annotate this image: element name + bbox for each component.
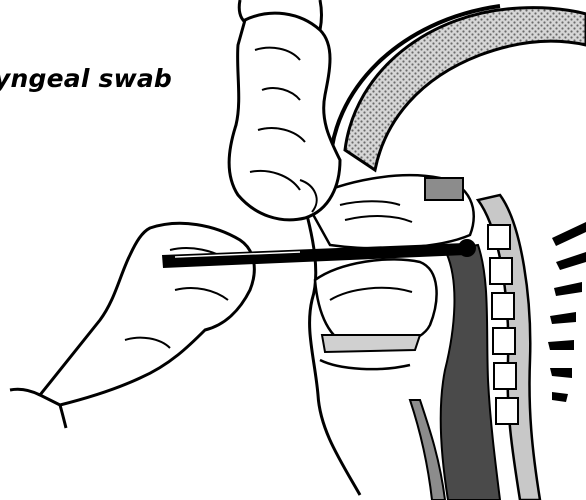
skull-outline	[330, 6, 586, 170]
upper-hand	[229, 0, 340, 220]
swab-tip	[458, 239, 476, 257]
oral-cavity	[315, 259, 437, 369]
hair-strands	[548, 222, 586, 402]
